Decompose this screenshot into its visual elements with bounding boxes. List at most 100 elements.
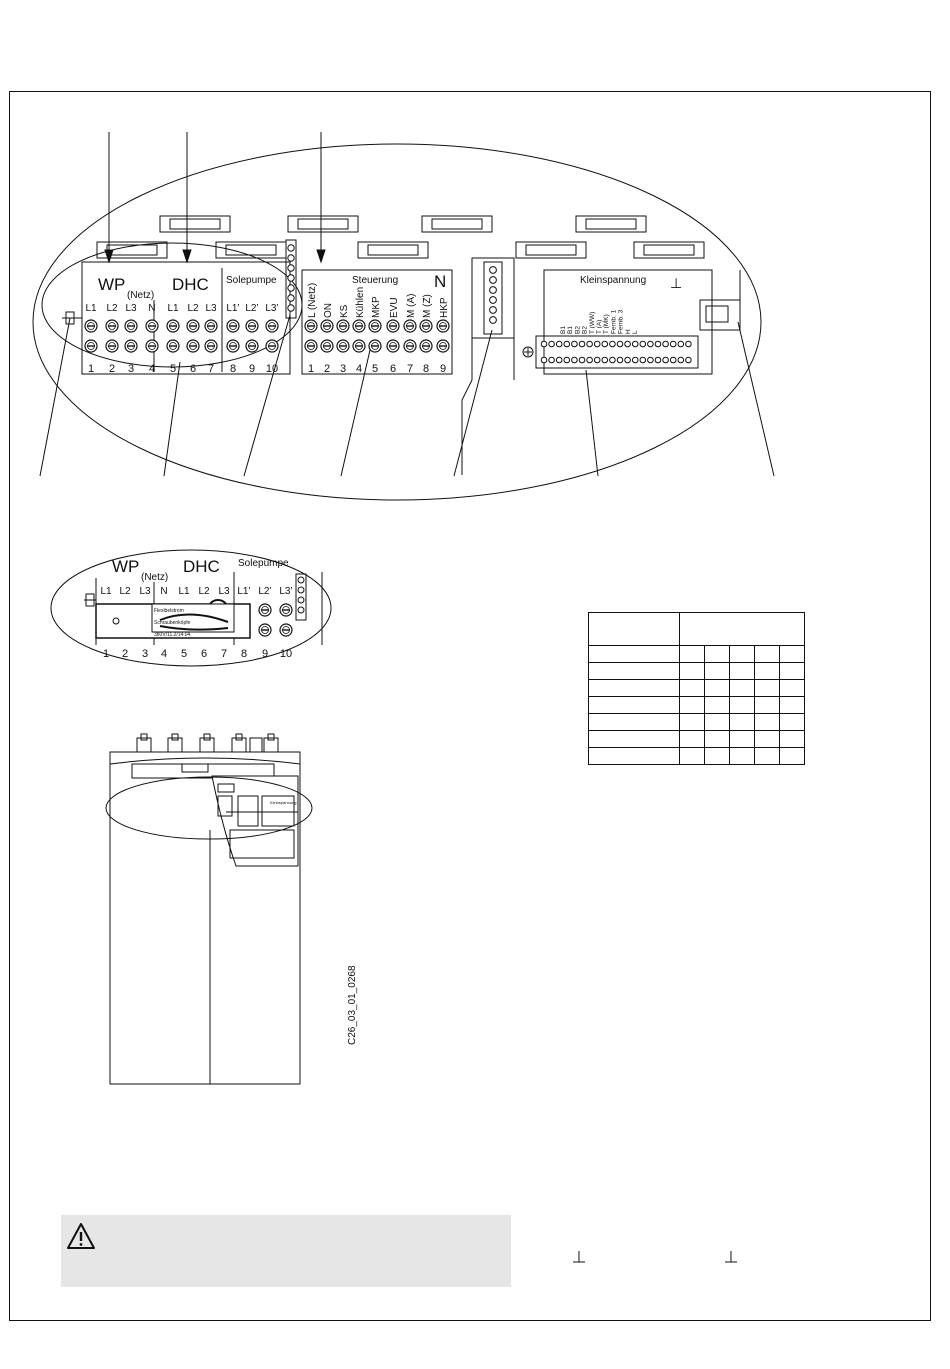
main-terminal-number: 4 [149, 363, 155, 375]
device-overview [105, 733, 313, 1085]
steuerung-n-label: N [434, 272, 446, 291]
bottom-callout-lines [39, 314, 775, 477]
detail-terminal-number: 10 [280, 648, 292, 660]
steuerung-terminal-number: 5 [372, 363, 378, 375]
steuerung-signal-label: Kühlen [355, 287, 366, 318]
detail-phase-label: L1 [100, 586, 112, 597]
kleinspannung-signal-label: T (A) [596, 320, 603, 334]
main-terminal-number: 9 [249, 363, 255, 375]
detail-wp-label: WP [112, 557, 139, 576]
detail-terminal-number: 8 [241, 648, 247, 660]
main-phase-label: L2 [187, 303, 199, 314]
main-phase-label: L1’ [226, 303, 239, 314]
main-terminal-number: 1 [88, 363, 94, 375]
detail-dhc-label: DHC [183, 557, 220, 576]
main-terminal-number: 3 [128, 363, 134, 375]
kleinspannung-signal-label: B1 [567, 326, 574, 334]
main-phase-label: L1 [85, 303, 97, 314]
rocker-switch [699, 270, 741, 331]
page-frame [9, 91, 931, 1321]
detail-netz-label: (Netz) [141, 572, 168, 583]
kleinspannung-signal-label: B1 [560, 326, 567, 334]
kleinspannung-ground-icon: ⊥ [670, 275, 682, 291]
table-row [588, 645, 805, 663]
table-row [588, 713, 805, 731]
main-phase-label: L3 [205, 303, 217, 314]
detail-phase-label: L2 [198, 586, 210, 597]
steuerung-terminal-number: 6 [390, 363, 396, 375]
main-netz-label: (Netz) [127, 290, 154, 301]
detail-phase-label: L2’ [258, 586, 271, 597]
warning-box [61, 1215, 511, 1287]
main-terminal-number: 5 [170, 363, 176, 375]
table-row [588, 747, 805, 765]
steuerung-signal-label: MKP [371, 296, 382, 318]
detail-phase-label: L3 [218, 586, 230, 597]
ground-symbol-icon [725, 1251, 737, 1263]
detail-phase-label: L2 [119, 586, 131, 597]
steuerung-signal-label: KS [339, 304, 350, 318]
earth-strip [287, 244, 295, 312]
device-connection-ports [136, 733, 279, 753]
kleinspannung-signal-label: L [632, 330, 639, 334]
main-solepumpe-label: Solepumpe [226, 275, 277, 286]
main-terminal-number: 6 [190, 363, 196, 375]
neutral-terminal-block [461, 257, 515, 475]
table-row [588, 679, 805, 697]
top-callout-arrows [104, 132, 326, 264]
steuerung-signal-label: M (A) [406, 294, 417, 318]
main-phase-label: L2 [106, 303, 118, 314]
steuerung-terminal-number: 7 [407, 363, 413, 375]
steuerung-terminal-number: 1 [308, 363, 314, 375]
detail-solepumpe-label: Solepumpe [238, 558, 289, 569]
steuerung-terminal-number: 3 [340, 363, 346, 375]
detail-terminal-row [258, 603, 293, 637]
detail-phase-label: L3’ [279, 586, 292, 597]
main-terminal-number: 7 [208, 363, 214, 375]
steuerung-signal-label: L (Netz) [307, 283, 318, 318]
detail-terminal-number: 1 [103, 648, 109, 660]
main-phase-label: L2’ [245, 303, 258, 314]
steuerung-terminal-row [304, 319, 450, 353]
detail-terminal-number: 4 [161, 648, 167, 660]
kleinspannung-terminal-row [540, 340, 692, 364]
kleinspannung-signal-label: B2 [574, 326, 581, 334]
kleinspannung-label: Kleinspannung [580, 275, 646, 286]
steuerung-terminal-number: 8 [423, 363, 429, 375]
main-dhc-label: DHC [172, 275, 209, 294]
detail-earth-strip [295, 573, 307, 621]
detail-terminal-number: 3 [142, 648, 148, 660]
main-zoom-ellipse [32, 143, 762, 501]
kleinspannung-signal-label: B2 [582, 326, 589, 334]
ground-symbol-icon [573, 1251, 585, 1263]
bridge-text-3: 380V/11.2/14.04 [154, 632, 191, 638]
detail-zoom-ellipse [50, 549, 332, 667]
steuerung-terminal-number: 9 [440, 363, 446, 375]
terminal-assignment-table [588, 612, 805, 765]
detail-phase-label: N [160, 586, 167, 597]
figure-code: C26_03_01_0268 [347, 965, 358, 1045]
main-wp-label: WP [98, 275, 125, 294]
steuerung-terminal-number: 4 [356, 363, 362, 375]
device-housing [109, 751, 301, 1085]
device-kleinspannung-label: Kleinspannung [270, 800, 296, 805]
device-zoom-ellipse [105, 776, 313, 840]
main-terminal-row [84, 319, 279, 353]
main-phase-label: L3 [125, 303, 137, 314]
bridge-text-2: Schraubenköpfe [154, 620, 191, 626]
kleinspannung-signal-label: H [625, 329, 632, 334]
detail-terminal-number: 6 [201, 648, 207, 660]
main-phase-label: N [148, 303, 155, 314]
detail-phase-label: L1 [178, 586, 190, 597]
main-terminal-number: 8 [230, 363, 236, 375]
kleinspannung-signal-label: T (MK) [603, 314, 610, 334]
warning-triangle-icon [67, 1223, 95, 1249]
main-terminal-number: 2 [109, 363, 115, 375]
